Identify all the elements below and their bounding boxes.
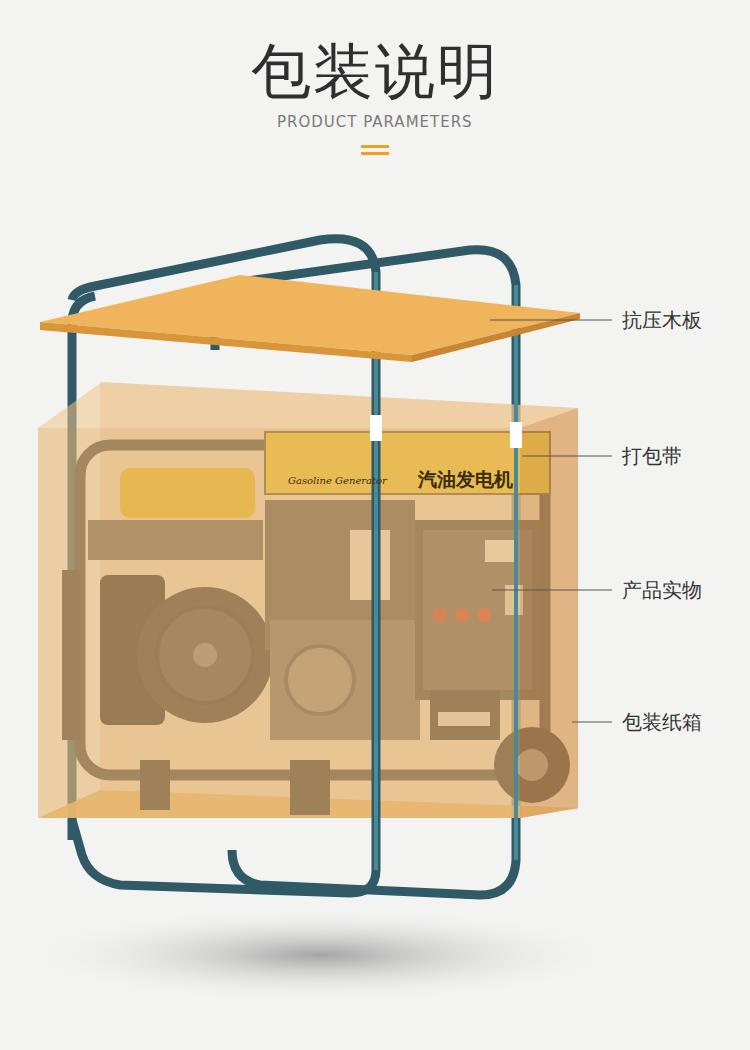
floor-shadow [20, 907, 620, 1003]
strap-clip [510, 422, 522, 448]
callout-label: 包装纸箱 [622, 709, 702, 736]
product-print: 汽油发电机 [418, 467, 513, 493]
box-side [520, 408, 578, 818]
leader-lines [490, 320, 612, 722]
page-title: 包装说明 [251, 32, 499, 113]
callout-label: 打包带 [622, 443, 682, 470]
strap-clip [370, 415, 382, 441]
strap-back-highlight [514, 285, 518, 860]
callout-label: 产品实物 [622, 577, 702, 604]
product-print: Gasoline Generator [288, 475, 387, 486]
box-top [38, 382, 578, 428]
pressure-board [40, 275, 580, 362]
strap-front-highlight [374, 272, 378, 870]
title-ornament [361, 145, 389, 155]
callout-label: 抗压木板 [622, 307, 702, 334]
box-front [38, 428, 520, 818]
subtitle: PRODUCT PARAMETERS [277, 113, 473, 131]
